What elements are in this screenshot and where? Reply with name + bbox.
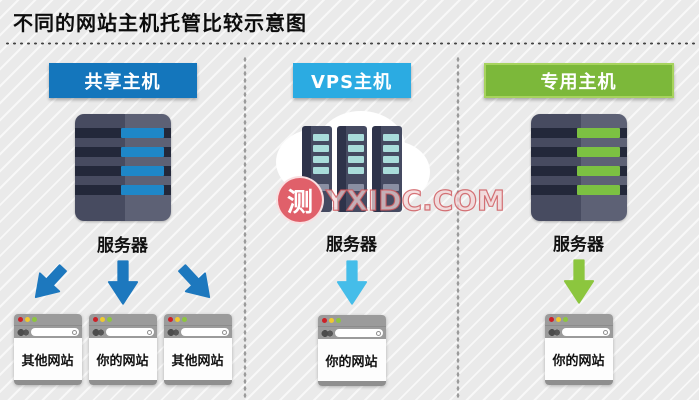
window-titlebar (13, 314, 82, 325)
window-dot-yellow-icon (174, 317, 180, 322)
page-title: 不同的网站主机托管比较示意图 (13, 11, 307, 35)
mini-server-icon (301, 126, 332, 212)
server-label: 服务器 (97, 236, 148, 256)
window-footer (88, 380, 157, 385)
mini-server-icon (371, 126, 402, 212)
window-titlebar (544, 314, 613, 325)
server-label: 服务器 (326, 235, 377, 255)
address-bar (334, 329, 383, 337)
window-dot-red-icon (17, 317, 23, 322)
down-arrow-icon (107, 260, 138, 305)
vps-hosting-header: VPS主机 (292, 63, 411, 98)
search-icon (221, 329, 227, 335)
window-dot-red-icon (548, 317, 554, 322)
window-toolbar (88, 325, 157, 338)
search-icon (602, 329, 608, 335)
mini-server-icon (336, 126, 367, 212)
mini-server-group (301, 126, 402, 212)
dedicated-hosting-header: 专用主机 (483, 63, 674, 98)
site-label: 你的网站 (317, 339, 386, 381)
window-toolbar (163, 325, 232, 338)
search-icon (375, 330, 381, 336)
browser-window: 你的网站 (544, 314, 613, 385)
dotted-divider (4, 41, 695, 46)
back-forward-icon (16, 328, 29, 336)
website-row: 其他网站 你的网站 其他网站 (13, 314, 232, 385)
window-toolbar (544, 325, 613, 338)
browser-window: 你的网站 (317, 315, 386, 386)
browser-window: 你的网站 (88, 314, 157, 385)
window-dot-green-icon (106, 317, 112, 322)
window-footer (13, 380, 82, 385)
site-label: 其他网站 (13, 338, 82, 380)
server-tower-icon (74, 114, 171, 221)
window-titlebar (163, 314, 232, 325)
server-tower-icon (530, 114, 627, 221)
down-arrow-icon (563, 259, 594, 304)
column-shared-hosting: 共享主机 服务器 其他网站 你的网站 (0, 55, 245, 400)
address-bar (180, 328, 229, 336)
back-forward-icon (320, 329, 333, 337)
column-dedicated-hosting: 专用主机 服务器 你的网站 (458, 55, 699, 400)
window-dot-red-icon (92, 317, 98, 322)
window-dot-yellow-icon (24, 317, 30, 322)
window-toolbar (13, 325, 82, 338)
address-bar (30, 328, 79, 336)
window-dot-yellow-icon (328, 318, 334, 323)
window-footer (317, 381, 386, 386)
window-footer (163, 380, 232, 385)
window-dot-green-icon (562, 317, 568, 322)
column-vps-hosting: VPS主机 服务器 (245, 55, 458, 400)
back-forward-icon (91, 328, 104, 336)
down-left-arrow-icon (34, 264, 67, 299)
site-label: 其他网站 (163, 338, 232, 380)
window-titlebar (88, 314, 157, 325)
address-bar (561, 328, 610, 336)
fan-arrows (20, 257, 225, 311)
address-bar (105, 328, 154, 336)
browser-window: 其他网站 (13, 314, 82, 385)
window-dot-green-icon (181, 317, 187, 322)
cloud-servers-icon (266, 104, 438, 224)
window-dot-yellow-icon (555, 317, 561, 322)
back-forward-icon (547, 328, 560, 336)
window-toolbar (317, 326, 386, 339)
window-dot-red-icon (321, 318, 327, 323)
window-dot-green-icon (335, 318, 341, 323)
window-dot-red-icon (167, 317, 173, 322)
search-icon (71, 329, 77, 335)
column-divider (456, 56, 460, 398)
site-label: 你的网站 (88, 338, 157, 380)
column-divider (243, 56, 247, 398)
window-dot-green-icon (31, 317, 37, 322)
window-titlebar (317, 315, 386, 326)
window-footer (544, 380, 613, 385)
website-row: 你的网站 (317, 315, 386, 386)
site-label: 你的网站 (544, 338, 613, 380)
back-forward-icon (166, 328, 179, 336)
website-row: 你的网站 (544, 314, 613, 385)
browser-window: 其他网站 (163, 314, 232, 385)
shared-hosting-header: 共享主机 (48, 63, 197, 98)
server-label: 服务器 (553, 235, 604, 255)
down-arrow-icon (336, 260, 367, 305)
search-icon (146, 329, 152, 335)
window-dot-yellow-icon (99, 317, 105, 322)
down-right-arrow-icon (178, 264, 211, 299)
